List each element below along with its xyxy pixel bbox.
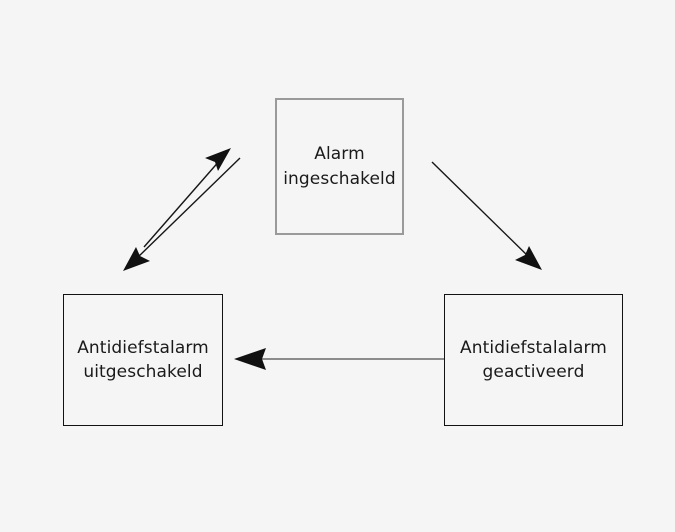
state-node-label: Antidiefstalalarm geactiveerd — [460, 337, 607, 382]
state-node-antidiefstalarm-uitgeschakeld[interactable]: Antidiefstalarm uitgeschakeld — [63, 294, 223, 426]
state-node-antidiefstalalarm-geactiveerd[interactable]: Antidiefstalalarm geactiveerd — [444, 294, 623, 426]
arrowhead-down-right-icon — [515, 246, 542, 270]
state-node-alarm-ingeschakeld[interactable]: Alarm ingeschakeld — [275, 98, 404, 235]
arrowhead-up-right-icon — [205, 148, 231, 171]
edge-disabled-to-enabled — [143, 148, 231, 248]
edge-enabled-to-disabled — [123, 157, 241, 271]
edge-activated-to-disabled — [234, 348, 444, 370]
edge-enabled-to-activated — [431, 161, 542, 270]
arrowhead-left-icon — [234, 348, 266, 370]
state-node-label: Antidiefstalarm uitgeschakeld — [77, 337, 209, 382]
arrowhead-down-left-icon — [123, 247, 150, 271]
edge-line — [135, 157, 241, 260]
edge-line — [431, 161, 531, 259]
edge-line — [143, 158, 222, 248]
state-node-label: Alarm ingeschakeld — [283, 144, 396, 189]
